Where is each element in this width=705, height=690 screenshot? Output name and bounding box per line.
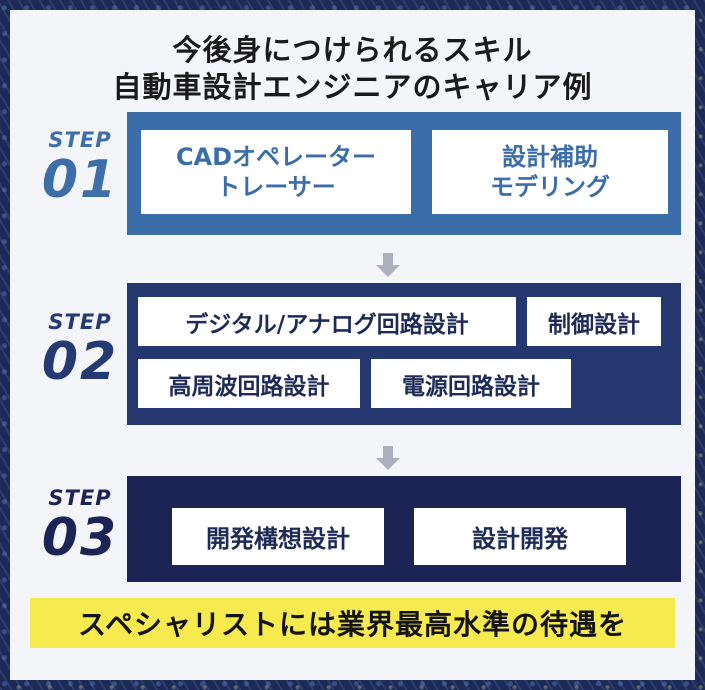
skill-box-cad-operator: CADオペレーター トレーサー (141, 130, 411, 214)
step-2-number: 02 (41, 332, 119, 392)
career-card: 今後身につけられるスキル 自動車設計エンジニアのキャリア例 STEP 01 CA… (10, 10, 695, 680)
step-1-label: STEP 01 (32, 128, 128, 208)
skill-box-control-design: 制御設計 (527, 297, 661, 346)
title-line-2: 自動車設計エンジニアのキャリア例 (112, 70, 593, 104)
skill-box-digital-analog-circuit: デジタル/アナログ回路設計 (138, 297, 516, 346)
step-3-label: STEP 03 (32, 486, 128, 566)
skill-box-high-frequency-circuit: 高周波回路設計 (138, 359, 360, 408)
skill-box-label: 設計補助 モデリング (490, 143, 610, 201)
step-1-panel: CADオペレーター トレーサー 設計補助 モデリング (127, 112, 681, 235)
step-1-number: 01 (41, 150, 119, 210)
step-3-word: STEP (48, 486, 112, 510)
skill-box-design-assist: 設計補助 モデリング (432, 130, 668, 214)
skill-box-label: CADオペレーター トレーサー (175, 143, 377, 201)
step-3-panel: 開発構想設計 設計開発 (127, 476, 681, 582)
skill-box-development-concept: 開発構想設計 (172, 508, 384, 565)
skill-box-power-circuit: 電源回路設計 (371, 359, 571, 408)
title-line-1: 今後身につけられるスキル (172, 33, 533, 67)
step-2-label: STEP 02 (32, 310, 128, 390)
step-2-panel: デジタル/アナログ回路設計 制御設計 高周波回路設計 電源回路設計 (127, 283, 681, 425)
step-3-number: 03 (41, 508, 119, 568)
specialist-banner: スペシャリストには業界最高水準の待遇を (30, 598, 675, 648)
skill-box-design-development: 設計開発 (414, 508, 626, 565)
step-2-word: STEP (48, 310, 112, 334)
page-title: 今後身につけられるスキル 自動車設計エンジニアのキャリア例 (10, 32, 695, 106)
step-1-word: STEP (48, 128, 112, 152)
